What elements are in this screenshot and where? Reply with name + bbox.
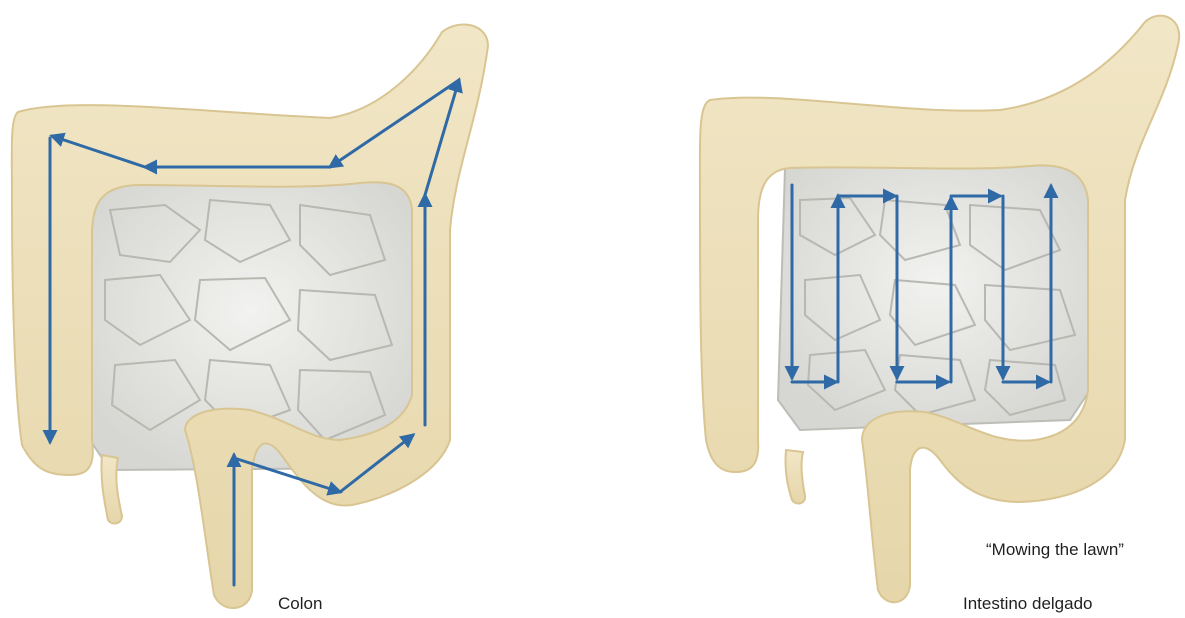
colon-caption: Colon [278, 594, 322, 614]
small-bowel-loops [778, 160, 1090, 430]
small-intestine-appendix [785, 450, 805, 503]
colon-illustration [12, 24, 488, 608]
small-intestine-caption: Intestino delgado [963, 594, 1093, 614]
small-intestine-illustration [700, 16, 1179, 603]
mowing-the-lawn-caption: “Mowing the lawn” [986, 540, 1124, 560]
